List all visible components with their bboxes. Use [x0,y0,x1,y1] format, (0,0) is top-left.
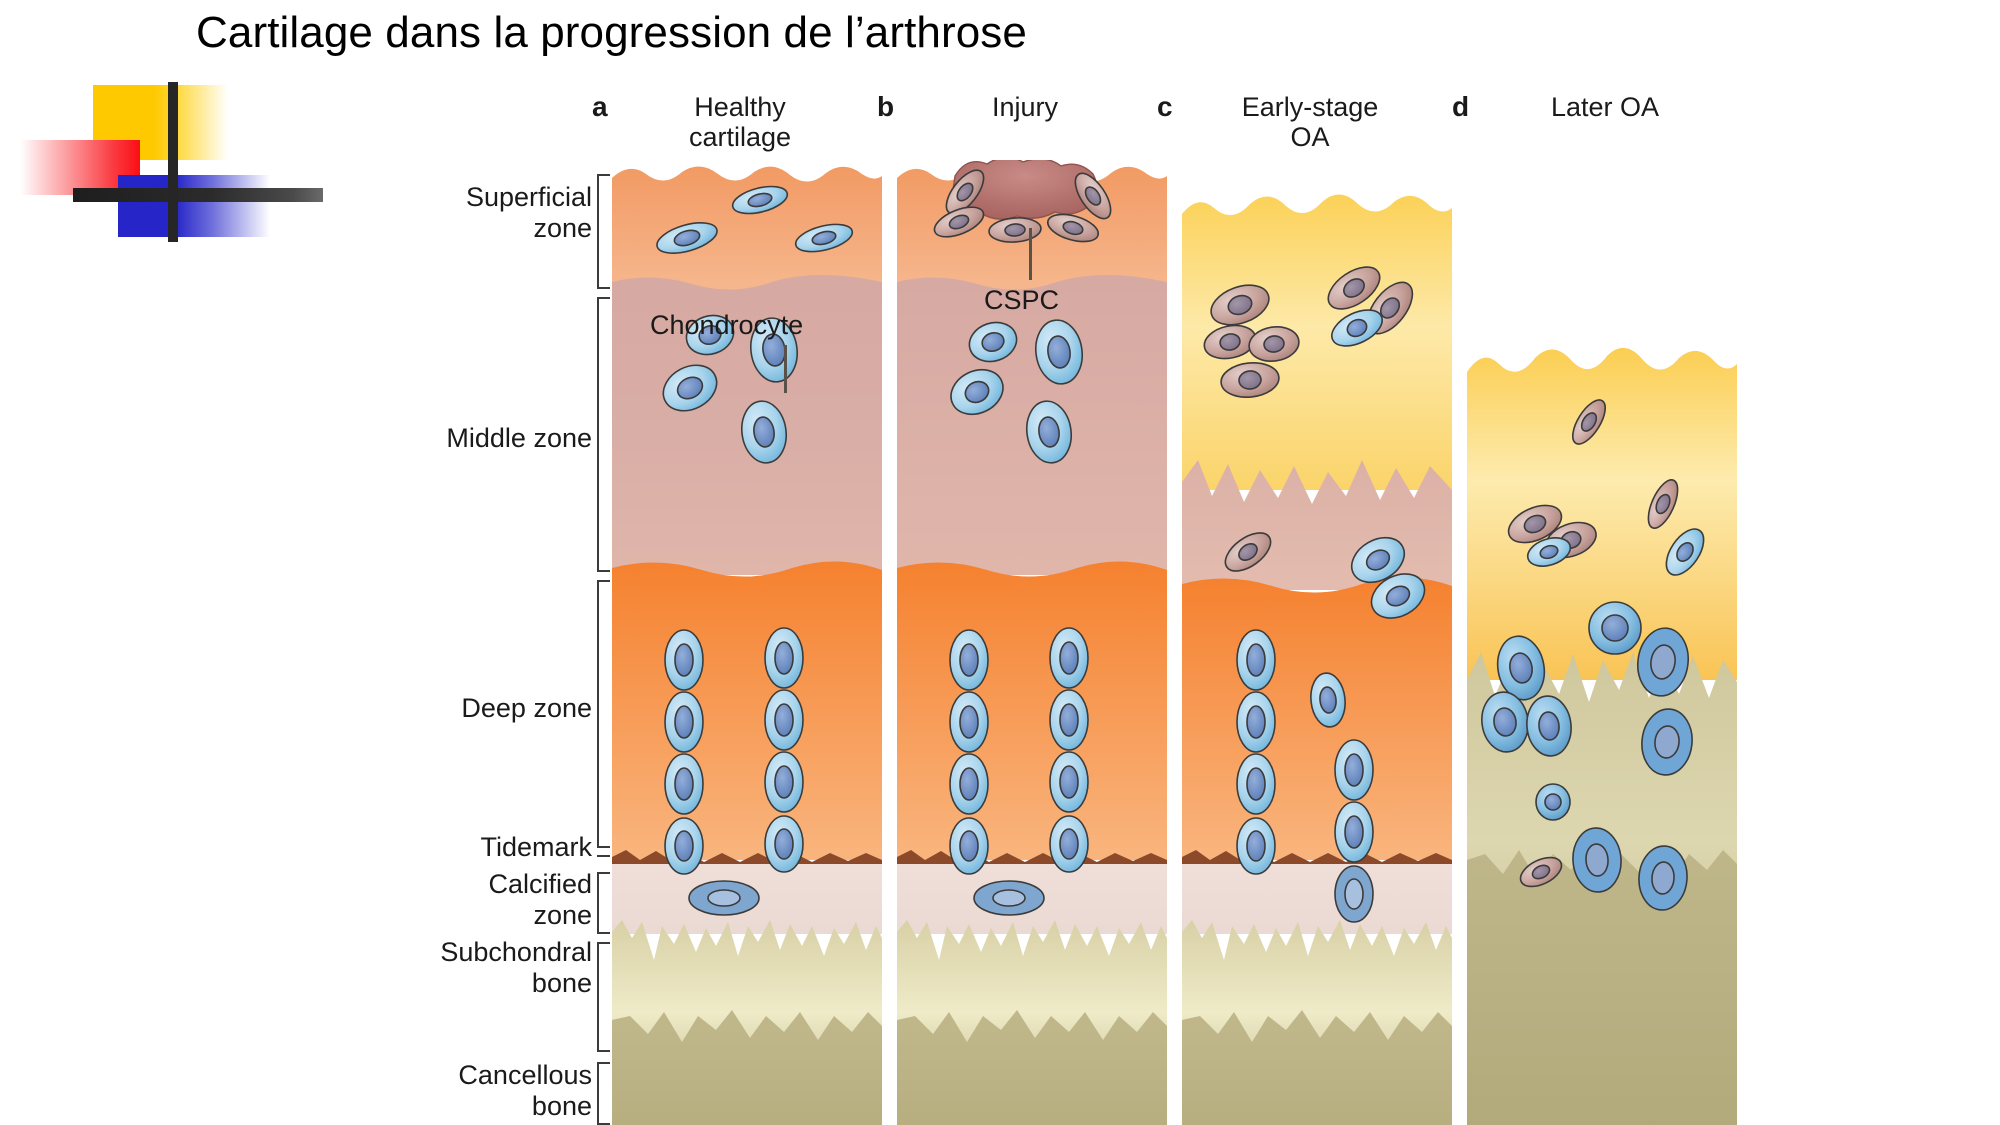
panel-d-later-oa [1467,160,1737,1125]
zone-label-column: Superficial zone Middle zone Deep zone T… [380,0,592,1125]
zone-label-cancellous: Cancellous bone [458,1060,592,1121]
panel-letter-a: a [592,91,608,122]
zone-label-subchondral: Subchondral bone [440,937,592,998]
tick-tidemark [597,855,610,857]
panel-title-c: Early-stage OA [1241,92,1379,152]
zone-label-tidemark: Tidemark [480,832,592,862]
panel-c-graphic [1182,194,1452,1125]
panel-letter-c: c [1157,91,1173,122]
annotation-chondrocyte: Chondrocyte [650,310,804,340]
leader-line-chondrocyte [784,345,787,393]
panel-a-graphic [612,166,882,1125]
annotation-cspc: CSPC [984,285,1060,315]
page-title: Cartilage dans la progression de l’arthr… [196,8,1027,57]
panel-c-early-stage-oa [1182,160,1452,1125]
logo-vertical-bar [168,82,178,242]
panel-title-a: Healthy cartilage [688,92,792,152]
panel-b-graphic [897,160,1167,1125]
bracket-calcified [597,872,610,934]
panel-b-injury [897,160,1167,1125]
panel-title-b: Injury [991,92,1059,122]
panel-header-d: d Later OA [1452,92,1710,123]
panel-letter-b: b [877,91,895,122]
zone-label-calcified: Calcified zone [488,869,592,930]
leader-line-cspc [1029,228,1032,280]
panel-letter-d: d [1452,91,1470,122]
bracket-middle [597,297,610,572]
panel-header-a: a Healthy cartilage [592,92,840,153]
bracket-superficial [597,174,610,289]
bracket-cancellous [597,1062,610,1125]
zone-label-superficial: Superficial zone [465,182,592,243]
panel-header-b: b Injury [877,92,1125,123]
zone-label-middle: Middle zone [446,423,592,453]
bracket-deep [597,580,610,848]
bracket-subchondral [597,942,610,1052]
decorative-logo [0,60,420,242]
panel-header-c: c Early-stage OA [1157,92,1415,153]
logo-horizontal-bar [73,188,323,202]
panel-d-graphic [1467,347,1737,1125]
panel-a-healthy-cartilage [612,160,882,1125]
zone-label-deep: Deep zone [461,693,592,723]
logo-blue-block [118,175,270,237]
panel-title-d: Later OA [1550,92,1660,122]
